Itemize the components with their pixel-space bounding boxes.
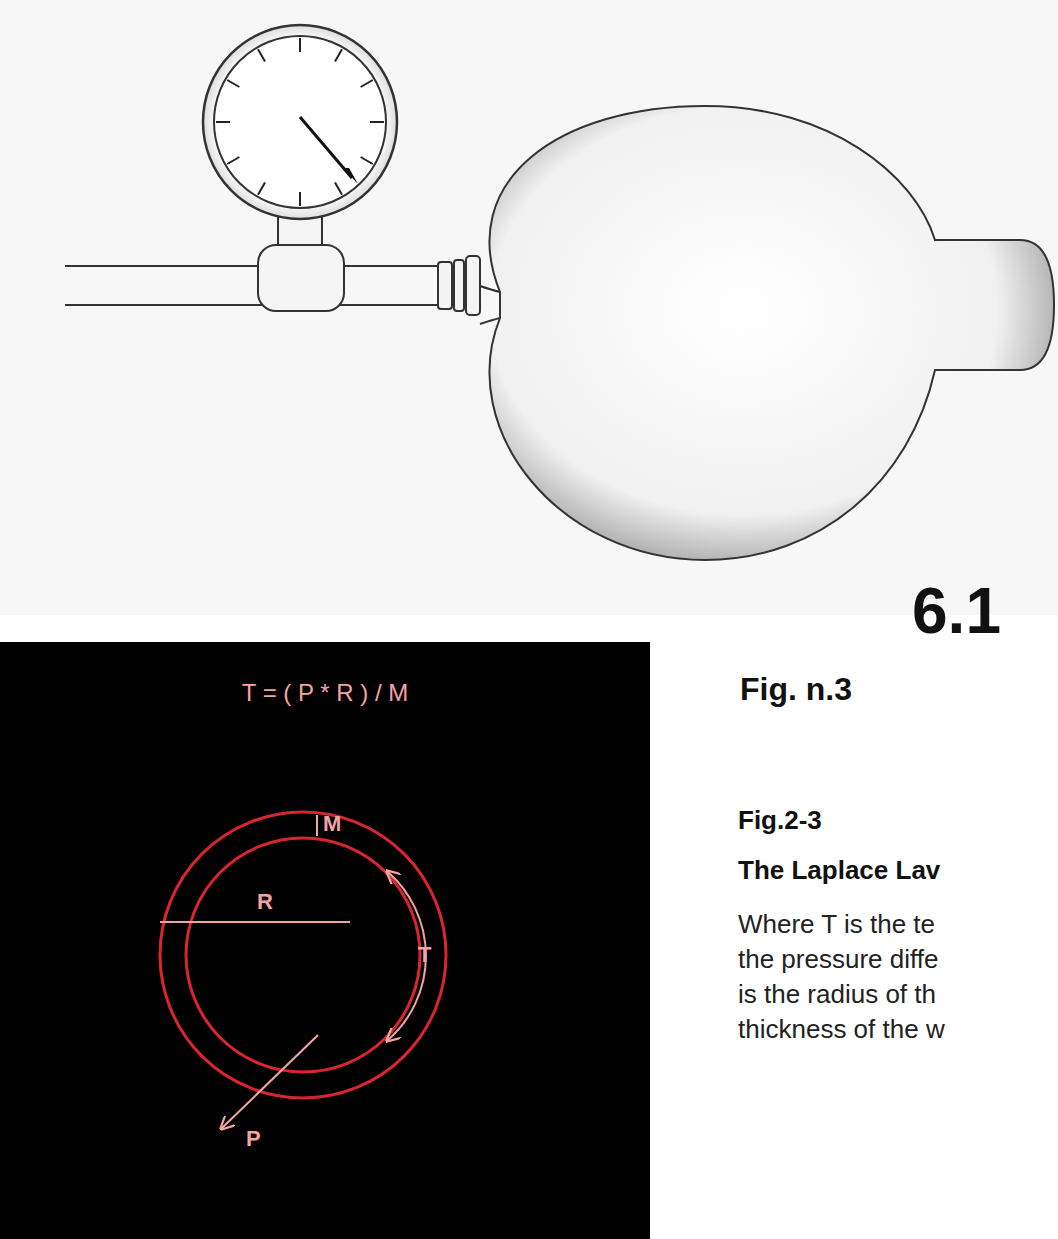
gauge-tick	[258, 49, 265, 61]
radius-line	[160, 921, 350, 923]
figure-number: 6.1	[912, 576, 1001, 646]
pressure-arrow	[222, 1035, 318, 1128]
gauge-tick	[335, 183, 342, 195]
gauge-tick	[258, 183, 265, 195]
thickness-label: M	[323, 812, 341, 836]
pressure-gauge	[203, 25, 397, 219]
photo-ground	[0, 0, 1058, 615]
gauge-tick	[227, 157, 239, 164]
gauge-tick	[370, 121, 384, 123]
section-heading: The Laplace Lav	[738, 856, 940, 885]
gauge-stem	[258, 215, 344, 311]
gauge-tick	[299, 38, 301, 52]
balloon-neck	[480, 286, 500, 324]
gauge-tick	[361, 157, 373, 164]
pressure-label: P	[246, 1127, 261, 1151]
gauge-tick	[335, 49, 342, 61]
gauge-tick	[227, 80, 239, 87]
gauge-tick	[216, 121, 230, 123]
vessel-wall	[160, 812, 446, 1098]
formula: T = ( P * R ) / M	[242, 680, 408, 706]
pipe-coupling	[438, 256, 480, 315]
gauge-tick	[299, 192, 301, 206]
gauge-tick	[361, 80, 373, 87]
laplace-panel	[0, 642, 650, 1239]
balloon	[489, 106, 1054, 560]
body-text: is the radius of th	[738, 980, 936, 1009]
thickness-mark	[316, 815, 318, 836]
figure-caption: Fig. n.3	[740, 672, 852, 707]
pipe	[65, 266, 440, 305]
radius-label: R	[257, 890, 273, 914]
figure-caption: Fig.2-3	[738, 806, 822, 835]
body-text: the pressure diffe	[738, 945, 938, 974]
body-text: Where T is the te	[738, 910, 935, 939]
tension-label: T	[418, 943, 431, 967]
body-text: thickness of the w	[738, 1015, 945, 1044]
